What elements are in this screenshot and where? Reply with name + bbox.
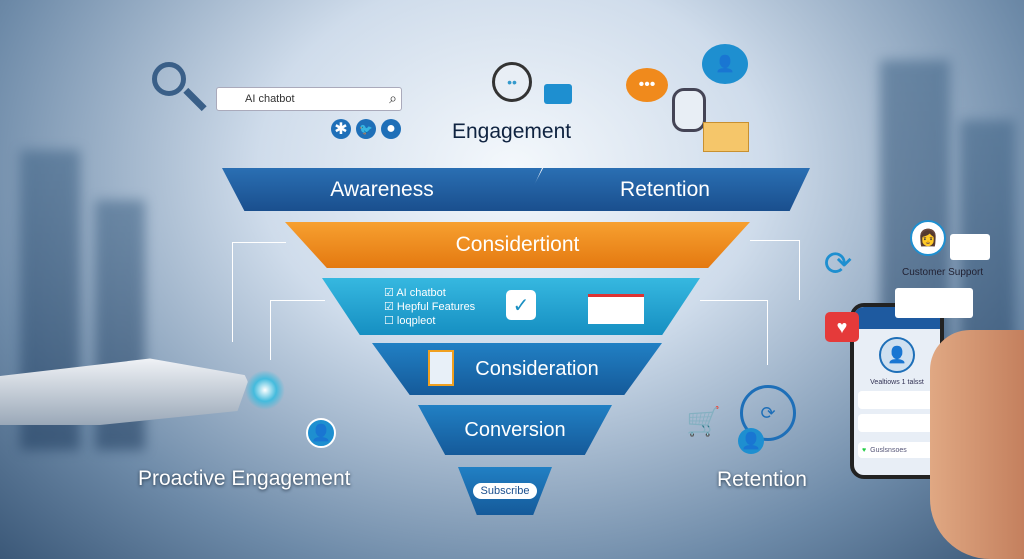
checklist-item[interactable]: ☐ loqpleot [384, 314, 436, 327]
consideration-label: Consideration [475, 357, 599, 380]
awareness-label: Awareness [330, 177, 434, 201]
robot-icon-2 [672, 88, 706, 132]
retention-label: Retention [717, 468, 807, 491]
retention-tier-label: Retention [620, 177, 710, 201]
funnel-tier-conversion[interactable]: Conversion [418, 405, 612, 455]
conversion-label: Conversion [464, 418, 566, 441]
chat-bubble-icon [544, 84, 572, 104]
chat-icon: ••• [626, 68, 668, 102]
magnifier-icon [152, 62, 186, 96]
checklist-item[interactable]: ☑ Hepful Features [384, 300, 476, 313]
feature-checklist: ☑ AI chatbot ☑ Hepful Features ☐ loqpleo… [384, 286, 475, 328]
heart-icon: ♥ [862, 446, 867, 454]
phone-footer[interactable]: ♥Guslsnsoes [858, 442, 936, 458]
funnel-tier-retention[interactable]: Retention [520, 168, 810, 211]
funnel-tier-consideration[interactable]: Consideration [372, 343, 662, 395]
customer-support-label: Customer Support [902, 267, 984, 278]
connector-line [700, 300, 768, 365]
clipboard-icon [428, 350, 454, 386]
search-bar[interactable]: AI chatbot ⌕ [216, 87, 402, 111]
support-avatar: 👩 [910, 220, 946, 256]
search-icon[interactable]: ⌕ [389, 90, 397, 106]
engagement-label: Engagement [452, 120, 572, 143]
envelope-icon [703, 122, 749, 152]
hand [930, 330, 1024, 559]
connector-line [270, 300, 325, 360]
chat-bubble-icon [950, 234, 990, 260]
user-circle-icon: 👤 [738, 428, 764, 454]
checklist-label: loqpleot [396, 314, 436, 327]
cart-icon: 🛒 [686, 406, 721, 437]
phone-list-item[interactable] [858, 414, 936, 432]
funnel-tier-subscribe[interactable]: Subscribe [458, 467, 552, 515]
funnel-tier-consideration-orange[interactable]: Considertiont [285, 222, 750, 268]
sync-icon: ⟳ [823, 245, 853, 283]
document-icon [588, 294, 644, 324]
social-icon[interactable]: ✱ [331, 119, 351, 139]
funnel-tier-awareness[interactable]: Awareness [222, 168, 542, 211]
checkmark-icon: ✓ [506, 290, 536, 320]
checklist-item[interactable]: ☑ AI chatbot [384, 286, 446, 299]
robot-icon: •• [492, 62, 532, 102]
phone-title: Vealtiows 1 talsst [870, 379, 924, 386]
checklist-label: Hepful Features [396, 300, 476, 313]
message-bubble [895, 288, 973, 318]
footer-text: Guslsnsoes [870, 446, 907, 454]
proactive-engagement-label: Proactive Engagement [138, 467, 351, 490]
user-bubble-icon: 👤 [702, 44, 748, 84]
user-circle-icon[interactable]: 👤 [306, 418, 336, 448]
glow-orb [245, 370, 285, 410]
twitter-icon[interactable]: 🐦 [356, 119, 376, 139]
user-icon[interactable]: ● [381, 119, 401, 139]
magnifier-handle [183, 87, 207, 112]
heart-like-icon[interactable]: ♥ [825, 312, 859, 342]
subscribe-button[interactable]: Subscribe [472, 483, 538, 499]
considertiont-label: Considertiont [455, 233, 580, 256]
checklist-label: AI chatbot [396, 286, 446, 299]
phone-list-item[interactable] [858, 391, 936, 409]
profile-avatar: 👤 [879, 337, 915, 373]
search-query: AI chatbot [245, 93, 295, 105]
refresh-cycle-icon: ⟳ [740, 385, 796, 441]
funnel-tier-features[interactable]: ☑ AI chatbot ☑ Hepful Features ☐ loqpleo… [322, 278, 700, 335]
connector-line [232, 242, 286, 342]
connector-line [750, 240, 800, 300]
